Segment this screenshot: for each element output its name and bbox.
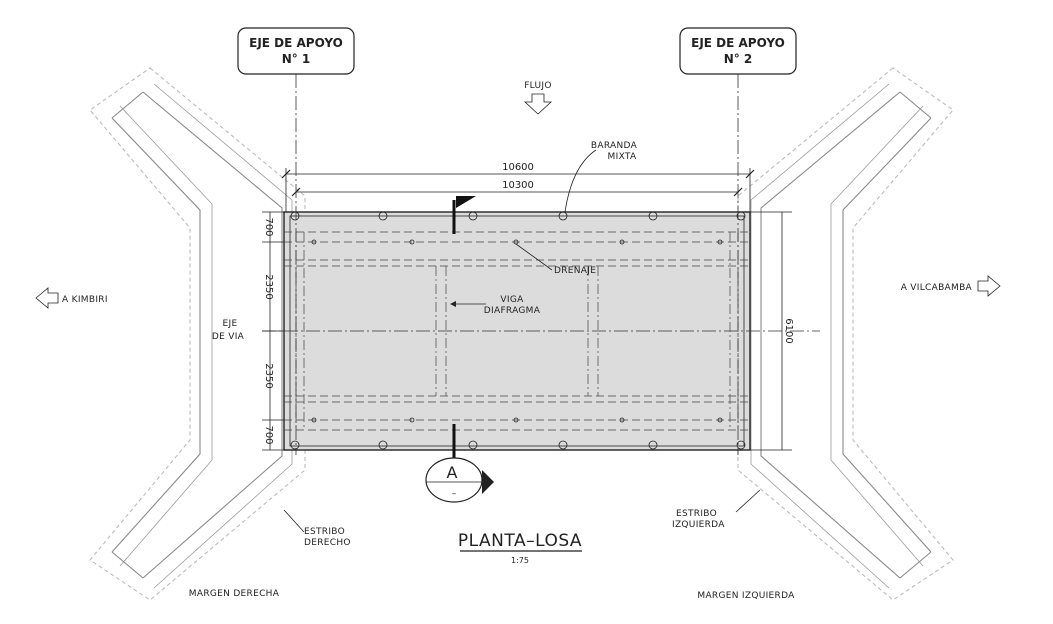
section-marker: A – bbox=[425, 457, 494, 503]
dimension-chain-left: 700 2350 2350 700 bbox=[262, 211, 284, 451]
dimension-span-length: 10300 bbox=[291, 180, 743, 197]
abutment-right-line1: ESTRIBO bbox=[304, 527, 345, 537]
section-cut-top bbox=[452, 196, 476, 234]
deck-slab bbox=[262, 211, 820, 451]
baranda-callout: BARANDA MIXTA bbox=[564, 141, 638, 213]
viga-callout: VIGA DIAFRAGMA bbox=[450, 295, 541, 316]
support-axis-1-line1: EJE DE APOYO bbox=[249, 36, 343, 50]
plan-title-block: PLANTA–LOSA 1:75 bbox=[458, 531, 582, 565]
direction-right-label: A VILCABAMBA bbox=[901, 283, 973, 293]
flow-arrow-icon bbox=[523, 93, 553, 115]
road-axis-label: EJE DE VIA bbox=[212, 319, 245, 342]
road-axis-line2: DE VIA bbox=[212, 332, 245, 342]
arrow-right-icon bbox=[977, 275, 1001, 297]
baranda-label-line2: MIXTA bbox=[608, 152, 637, 162]
section-marker-sheet: – bbox=[452, 489, 457, 499]
left-abutment-wingwalls bbox=[89, 67, 306, 601]
lane-bottom-value: 2350 bbox=[263, 363, 274, 388]
viga-label-line2: DIAFRAGMA bbox=[484, 306, 541, 316]
support-axis-2-line1: EJE DE APOYO bbox=[691, 36, 785, 50]
abutment-left-line2: IZQUIERDA bbox=[672, 520, 725, 530]
edge-bottom-value: 700 bbox=[263, 425, 274, 444]
direction-left: A KIMBIRI bbox=[35, 287, 108, 309]
dimension-overall-length: 10600 bbox=[281, 162, 755, 212]
support-axis-1-line2: N° 1 bbox=[282, 52, 311, 66]
plan-title: PLANTA–LOSA bbox=[458, 531, 582, 551]
railing-posts bbox=[290, 211, 746, 450]
margin-right-label: MARGEN DERECHA bbox=[189, 589, 280, 599]
abutment-left-callout: ESTRIBO IZQUIERDA bbox=[672, 489, 761, 530]
plan-scale: 1:75 bbox=[511, 556, 529, 565]
overall-length-value: 10600 bbox=[502, 162, 534, 173]
section-marker-letter: A bbox=[447, 463, 458, 482]
margin-left-label: MARGEN IZQUIERDA bbox=[697, 591, 795, 601]
dimension-width: 6100 bbox=[750, 211, 794, 451]
baranda-label-line1: BARANDA bbox=[591, 141, 638, 151]
span-length-value: 10300 bbox=[502, 180, 534, 191]
abutment-right-callout: ESTRIBO DERECHO bbox=[283, 509, 351, 548]
drenaje-label: DRENAJE bbox=[554, 266, 596, 276]
arrow-left-icon bbox=[35, 287, 59, 309]
right-abutment-wingwalls bbox=[737, 67, 954, 601]
width-value: 6100 bbox=[783, 318, 794, 343]
abutment-right-line2: DERECHO bbox=[304, 538, 351, 548]
support-axis-1: EJE DE APOYO N° 1 bbox=[237, 27, 355, 455]
drenaje-callout: DRENAJE bbox=[515, 243, 596, 276]
edge-top-value: 700 bbox=[263, 217, 274, 236]
lane-top-value: 2350 bbox=[263, 274, 274, 299]
support-axis-2-line2: N° 2 bbox=[724, 52, 753, 66]
direction-right: A VILCABAMBA bbox=[901, 275, 1001, 297]
road-axis-line1: EJE bbox=[223, 319, 238, 329]
flow-label: FLUJO bbox=[524, 81, 552, 91]
flow-indicator: FLUJO bbox=[523, 81, 553, 115]
direction-left-label: A KIMBIRI bbox=[62, 295, 108, 305]
viga-label-line1: VIGA bbox=[500, 295, 524, 305]
abutment-left-line1: ESTRIBO bbox=[676, 509, 717, 519]
support-axis-2: EJE DE APOYO N° 2 bbox=[679, 27, 797, 455]
